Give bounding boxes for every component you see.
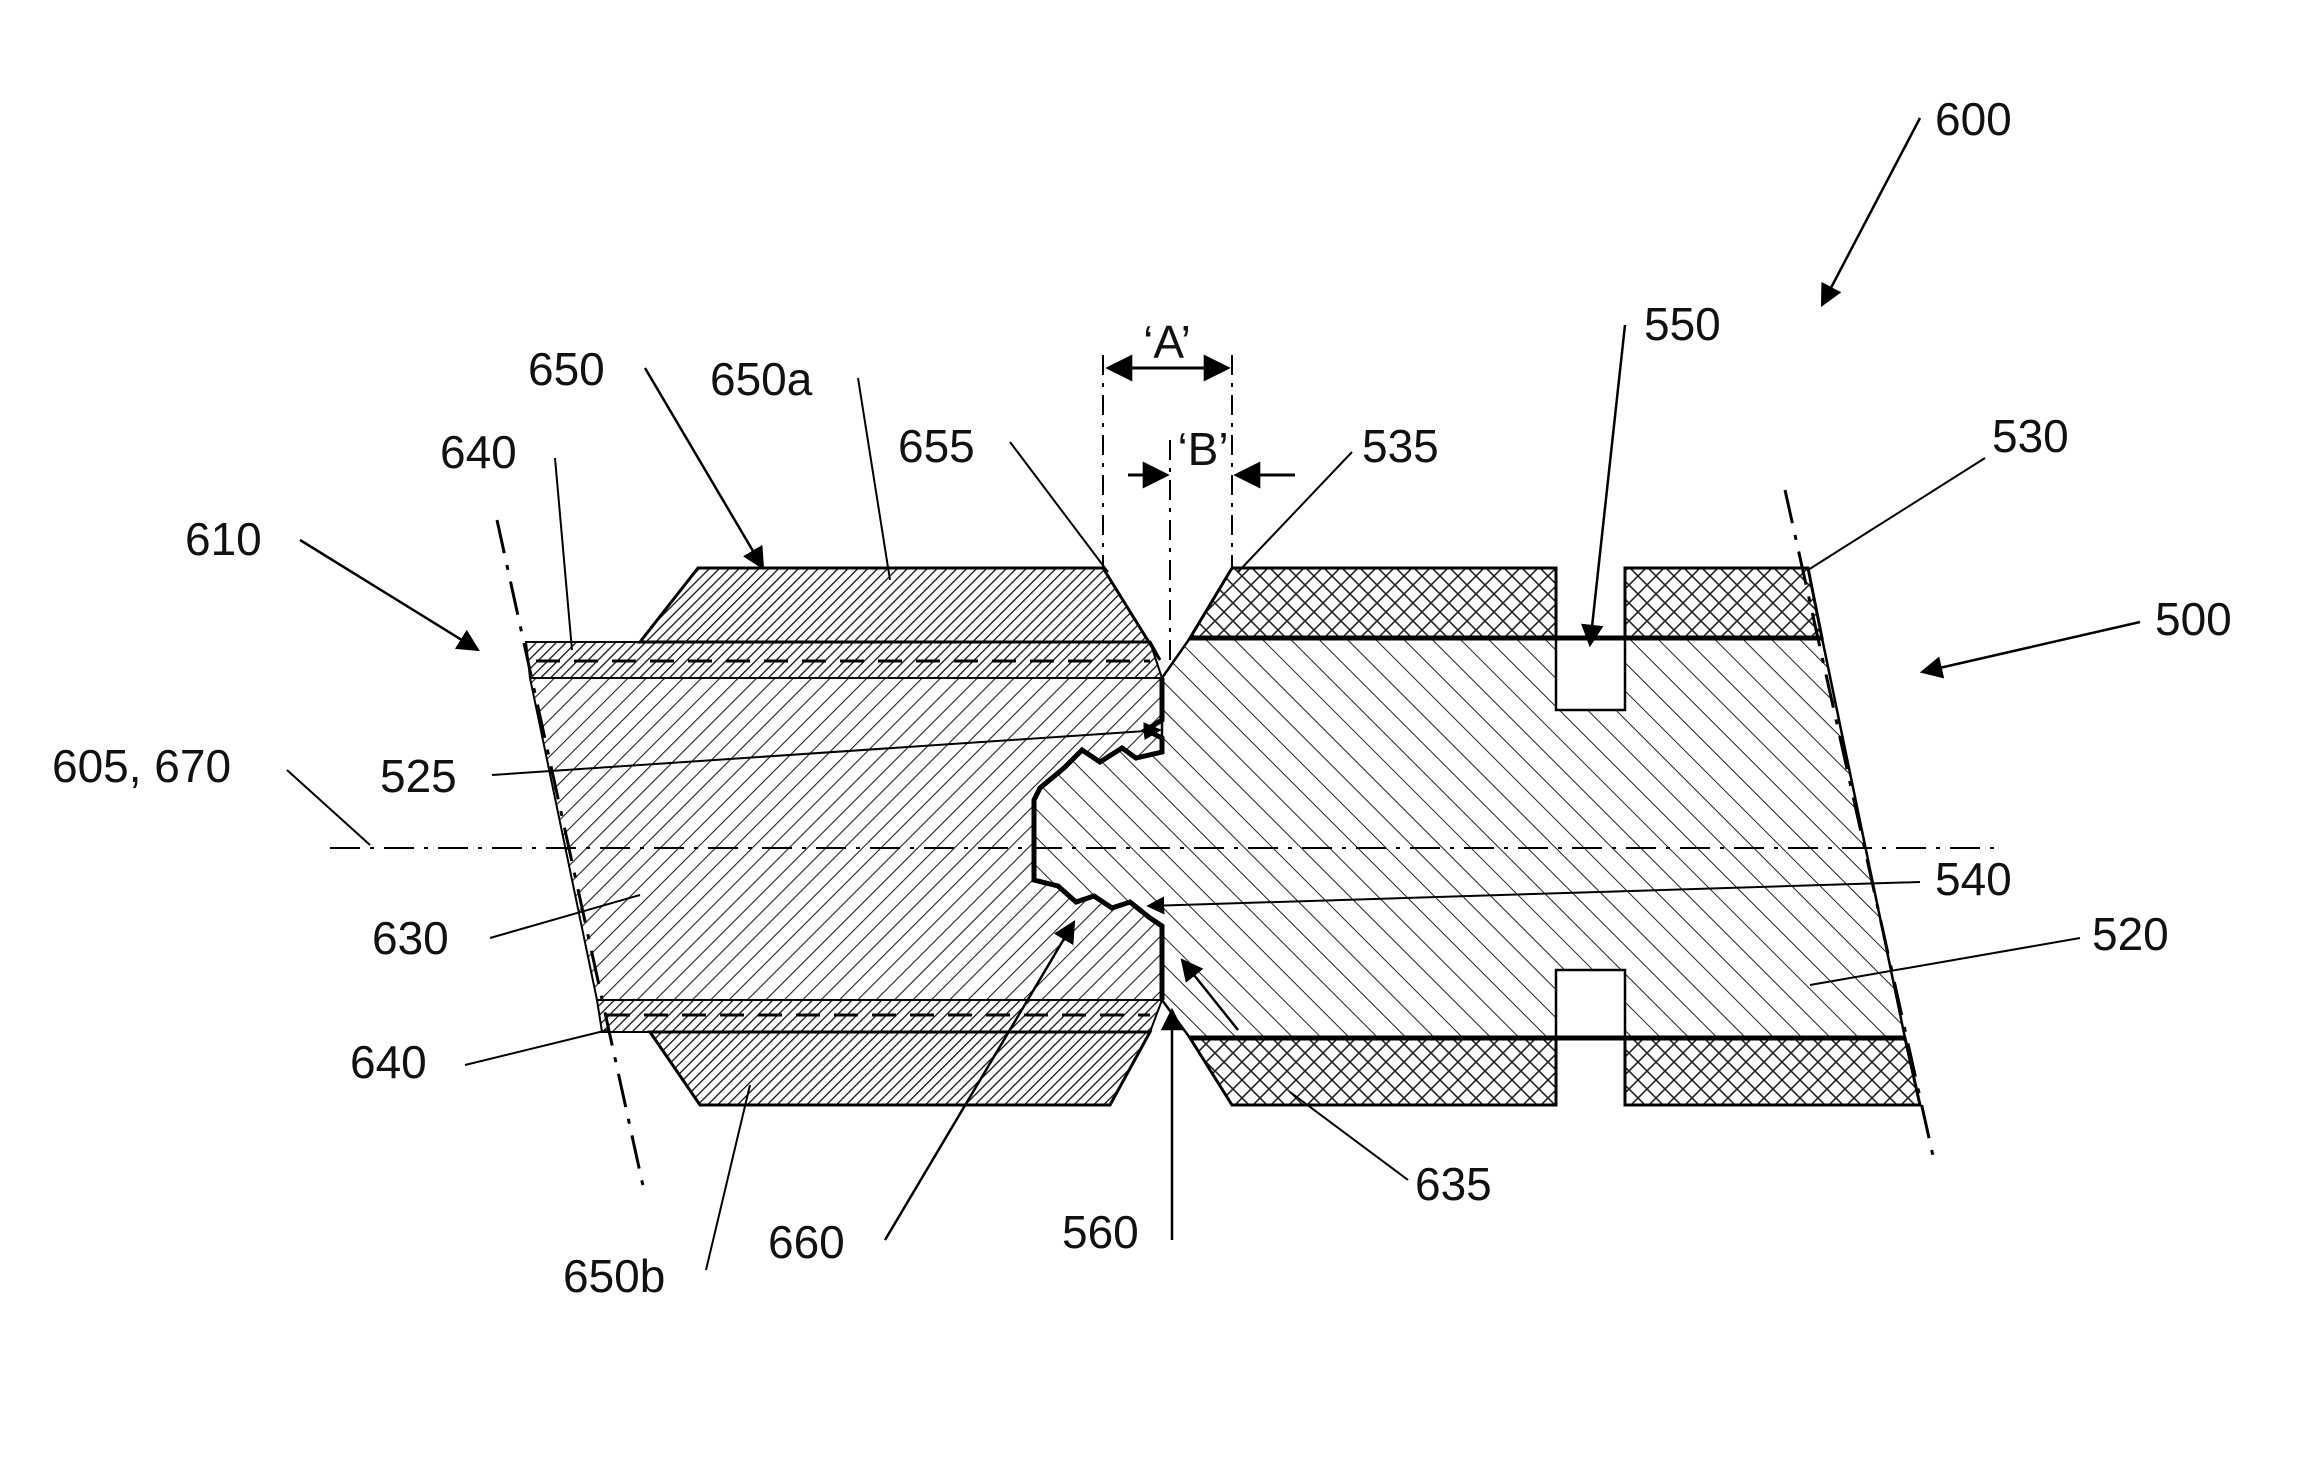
label-635: 635 (1415, 1158, 1492, 1210)
label-650: 650 (528, 343, 605, 395)
label-660: 660 (768, 1216, 845, 1268)
leader-650a (858, 378, 890, 580)
leader-600 (1822, 118, 1920, 305)
label-650b: 650b (563, 1250, 665, 1302)
coating-530-top-right (1625, 568, 1822, 638)
label-610: 610 (185, 513, 262, 565)
leader-655 (1010, 442, 1108, 572)
label-560: 560 (1062, 1206, 1139, 1258)
leader-535 (1238, 452, 1352, 572)
coating-635-bottom-left (1190, 1038, 1556, 1105)
label-605-670: 605, 670 (52, 740, 231, 792)
dim-a-label: ‘A’ (1143, 316, 1191, 368)
leader-650b (706, 1085, 750, 1270)
label-525: 525 (380, 750, 457, 802)
label-640-top: 640 (440, 426, 517, 478)
dim-b-label: ‘B’ (1177, 423, 1228, 475)
leader-530 (1808, 458, 1985, 570)
coating-635-bottom-right (1625, 1038, 1920, 1105)
leader-640-bottom (465, 1030, 608, 1065)
label-520: 520 (2092, 908, 2169, 960)
label-535: 535 (1362, 420, 1439, 472)
coating-530-top-left (1190, 568, 1556, 638)
leader-550 (1590, 325, 1625, 645)
leader-605 (287, 770, 370, 845)
label-550: 550 (1644, 298, 1721, 350)
label-600: 600 (1935, 93, 2012, 145)
pipe-body-520 (1034, 638, 1905, 1038)
coating-650b (650, 1032, 1150, 1105)
label-500: 500 (2155, 593, 2232, 645)
label-650a: 650a (710, 353, 813, 405)
leader-640-top (555, 458, 572, 650)
label-540: 540 (1935, 853, 2012, 905)
label-630: 630 (372, 912, 449, 964)
leader-500 (1922, 622, 2140, 672)
label-655: 655 (898, 420, 975, 472)
label-640-bottom: 640 (350, 1036, 427, 1088)
label-530: 530 (1992, 410, 2069, 462)
leader-610 (300, 540, 478, 650)
